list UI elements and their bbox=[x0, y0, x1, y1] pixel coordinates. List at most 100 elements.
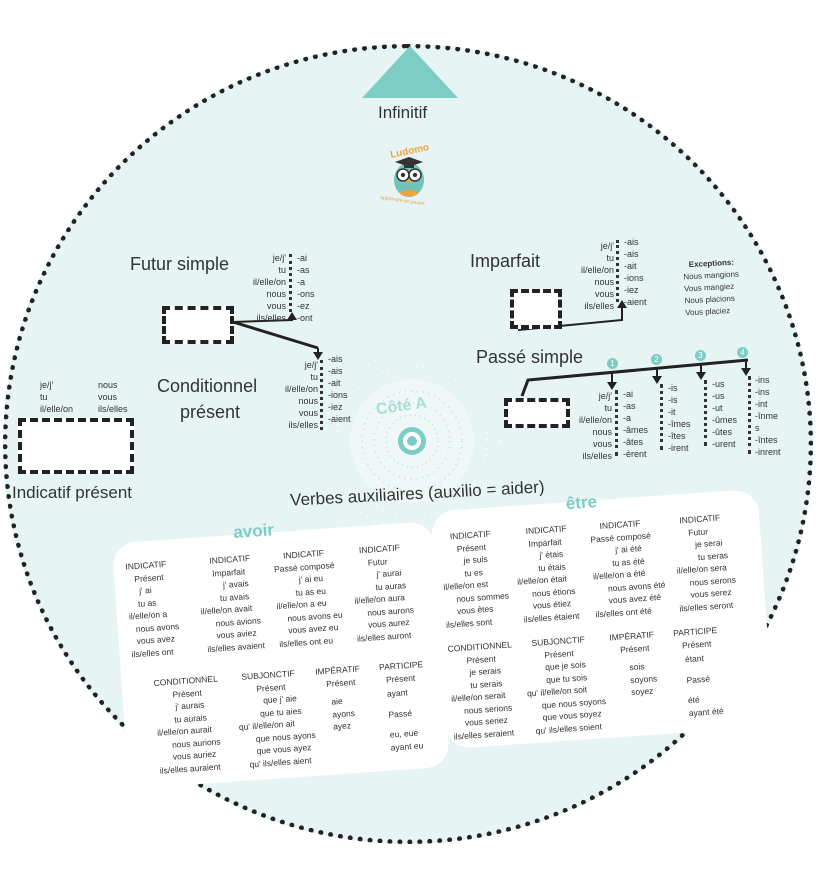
pronoun: vous bbox=[594, 289, 614, 299]
ending: -irent bbox=[668, 443, 689, 453]
conj-line: ayez bbox=[332, 720, 352, 732]
pronoun: je/j' bbox=[598, 391, 612, 401]
ending: -ut bbox=[712, 403, 723, 413]
pronoun: vous bbox=[298, 408, 318, 418]
ending: -ais bbox=[328, 354, 343, 364]
logo: Ludomo apprendre en jouant bbox=[378, 140, 440, 212]
etre-indicatif-futur: INDICATIF Futur je serai tu seras il/ell… bbox=[673, 511, 738, 615]
group-4-endings: -ins -ins -int -înme s -întes -inrent bbox=[755, 374, 781, 458]
ending: -ez bbox=[297, 301, 310, 311]
etre-indicatif-present: INDICATIF Présent je suis tu es il/elle/… bbox=[439, 527, 511, 631]
conditionnel-title-2: présent bbox=[180, 402, 241, 422]
pronoun: vous bbox=[266, 301, 286, 311]
conj-line: ils/elles seront bbox=[679, 599, 734, 614]
indicatif-present-title: Indicatif présent bbox=[12, 483, 133, 502]
avoir-indicatif-passe-compose: INDICATIF Passé composé j' ai eu tu as e… bbox=[273, 546, 345, 650]
pronoun: vous bbox=[592, 439, 612, 449]
etre-title: être bbox=[565, 492, 598, 514]
pronoun: il/elle/on bbox=[578, 415, 612, 425]
ending: -is bbox=[668, 383, 678, 393]
infinitif-label: Infinitif bbox=[378, 103, 428, 122]
group-badge-1: 1 bbox=[607, 358, 618, 369]
pronoun: ils/elles bbox=[582, 451, 612, 461]
pronoun: je/j' bbox=[40, 380, 54, 390]
etre-top-row: INDICATIF Présent je suis tu es il/elle/… bbox=[439, 509, 748, 630]
imparfait-verb-box[interactable] bbox=[510, 289, 562, 329]
avoir-bottom-row: CONDITIONNEL Présent j' aurais tu aurais… bbox=[133, 657, 432, 775]
ending: -aient bbox=[624, 297, 647, 307]
owl-logo-icon bbox=[394, 157, 424, 197]
futur-title: Futur simple bbox=[130, 254, 230, 274]
ending: -ais bbox=[624, 237, 639, 247]
etre-imperatif: IMPÉRATIF Présent sois soyons soyez bbox=[609, 628, 659, 699]
avoir-imperatif: IMPÉRATIF Présent aie ayons ayez bbox=[315, 663, 364, 734]
ending: -a bbox=[297, 277, 306, 287]
avoir-title: avoir bbox=[232, 520, 275, 543]
ending: -âmes bbox=[623, 425, 649, 435]
ending: -âtes bbox=[623, 437, 644, 447]
pronoun: il/elle/on bbox=[284, 384, 318, 394]
avoir-indicatif-futur: INDICATIF Futur j' aurai tu auras il/ell… bbox=[350, 541, 416, 645]
conj-line: étant bbox=[684, 653, 705, 665]
ending: -ons bbox=[297, 289, 315, 299]
group-3-endings: -us -us -ut -ûmes -ûtes -urent bbox=[712, 378, 737, 450]
ending: -as bbox=[623, 401, 636, 411]
ending: -èrent bbox=[623, 449, 647, 459]
pronoun: tu bbox=[604, 403, 612, 413]
avoir-participe: PARTICIPE Présent ayant Passé eu, eue ay… bbox=[379, 658, 429, 754]
conj-line: Passé bbox=[686, 673, 711, 685]
conditionnel-divider bbox=[320, 360, 323, 430]
pronoun: ils/elles bbox=[98, 404, 128, 414]
conditionnel-pronouns: je/j' tu il/elle/on nous vous ils/elles bbox=[280, 359, 318, 431]
group-4-divider bbox=[748, 376, 751, 454]
pronoun: il/elle/on bbox=[580, 265, 614, 275]
pronoun: tu bbox=[278, 265, 286, 275]
avoir-indicatif-imparfait: INDICATIF Imparfait j' avais tu avais il… bbox=[197, 551, 265, 655]
pronoun: je/j' bbox=[304, 360, 318, 370]
conj-line: ayant bbox=[386, 687, 409, 699]
conj-line: ils/elles étaient bbox=[523, 610, 580, 624]
ending: -is bbox=[668, 395, 678, 405]
futur-verb-box[interactable] bbox=[162, 306, 234, 344]
imparfait-pronouns: je/j' tu il/elle/on nous vous ils/elles bbox=[578, 240, 614, 312]
pronoun: nous bbox=[98, 380, 118, 390]
conditionnel-title-1: Conditionnel bbox=[157, 376, 258, 396]
group-badge-3: 3 bbox=[695, 350, 706, 361]
conj-line: soyez bbox=[630, 685, 654, 698]
pronoun: il/elle/on bbox=[40, 404, 74, 414]
imparfait-exceptions: Exceptions: Nous mangions Vous mangiez N… bbox=[682, 257, 741, 320]
avoir-subjonctif: SUBJONCTIF Présent que j' aie que tu aie… bbox=[235, 666, 318, 771]
group-1-divider bbox=[615, 390, 618, 456]
ending: -ont bbox=[297, 313, 313, 323]
ending: -inrent bbox=[755, 447, 781, 457]
indicatif-verb-box[interactable] bbox=[18, 418, 134, 474]
etre-indicatif-imparfait: INDICATIF Imparfait j' étais tu étais il… bbox=[513, 522, 580, 626]
pronoun: ils/elles bbox=[288, 420, 318, 430]
imparfait-endings: -ais -ais -ait -ions -iez -aient bbox=[624, 236, 647, 308]
group-2-divider bbox=[660, 384, 663, 450]
ending: -ions bbox=[328, 390, 348, 400]
avoir-card: avoir INDICATIF Présent j' ai tu as il/e… bbox=[111, 520, 451, 789]
etre-card: être INDICATIF Présent je suis tu es il/… bbox=[430, 488, 774, 750]
group-badge-2: 2 bbox=[651, 354, 662, 365]
ending: -ions bbox=[624, 273, 644, 283]
ending: -ai bbox=[297, 253, 308, 263]
indicatif-pronouns-left: je/j' tu il/elle/on bbox=[40, 379, 73, 415]
passe-simple-verb-box[interactable] bbox=[504, 398, 570, 428]
ending: -aient bbox=[328, 414, 351, 424]
ending: -ais bbox=[328, 366, 343, 376]
conj-line: Passé bbox=[388, 707, 413, 720]
pronoun: tu bbox=[310, 372, 318, 382]
pronoun: nous bbox=[594, 277, 614, 287]
ending: -ûtes bbox=[712, 427, 733, 437]
pronoun: nous bbox=[298, 396, 318, 406]
futur-pronouns: je/j' tu il/elle/on nous vous ils/elles bbox=[250, 252, 286, 324]
ending: -iez bbox=[624, 285, 639, 295]
avoir-indicatif-present: INDICATIF Présent j' ai tu as il/elle/on… bbox=[125, 557, 181, 660]
group-2-endings: -is -is -it -îmes -îtes -irent bbox=[668, 382, 691, 454]
conj-line: ayant eu bbox=[390, 739, 424, 753]
ending: -us bbox=[712, 379, 725, 389]
group-1-endings: -ai -as -a -âmes -âtes -èrent bbox=[623, 388, 648, 460]
futur-endings: -ai -as -a -ons -ez -ont bbox=[297, 252, 315, 324]
